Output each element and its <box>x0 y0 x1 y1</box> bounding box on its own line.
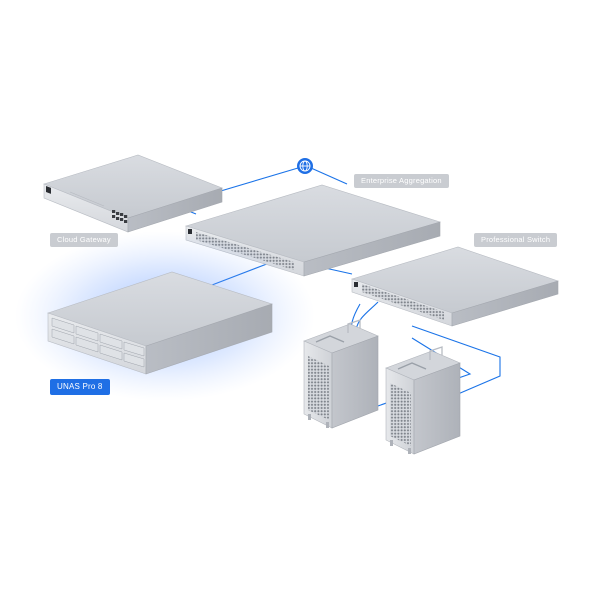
link-internet-to-aggregation <box>310 167 348 185</box>
globe-icon <box>297 158 313 174</box>
link-gateway-to-internet <box>213 167 299 194</box>
label-enterprise-aggregation: Enterprise Aggregation <box>354 174 449 188</box>
link-switch-to-mac-2 <box>411 325 501 395</box>
label-professional-switch: Professional Switch <box>474 233 558 247</box>
switch-port-array <box>362 284 444 320</box>
professional-switch-device <box>351 246 559 327</box>
label-cloud-gateway: Cloud Gateway <box>50 233 118 247</box>
workstation-1 <box>303 319 379 429</box>
unas-pro-8-device <box>47 271 273 375</box>
unas-drive-bays <box>51 317 145 368</box>
workstation-1-grille <box>308 356 329 420</box>
label-unas-pro-8: UNAS Pro 8 <box>50 379 110 395</box>
gateway-display <box>46 186 51 194</box>
workstation-2 <box>385 346 461 455</box>
cloud-gateway-device <box>43 154 223 233</box>
workstation-2-grille <box>390 383 411 446</box>
